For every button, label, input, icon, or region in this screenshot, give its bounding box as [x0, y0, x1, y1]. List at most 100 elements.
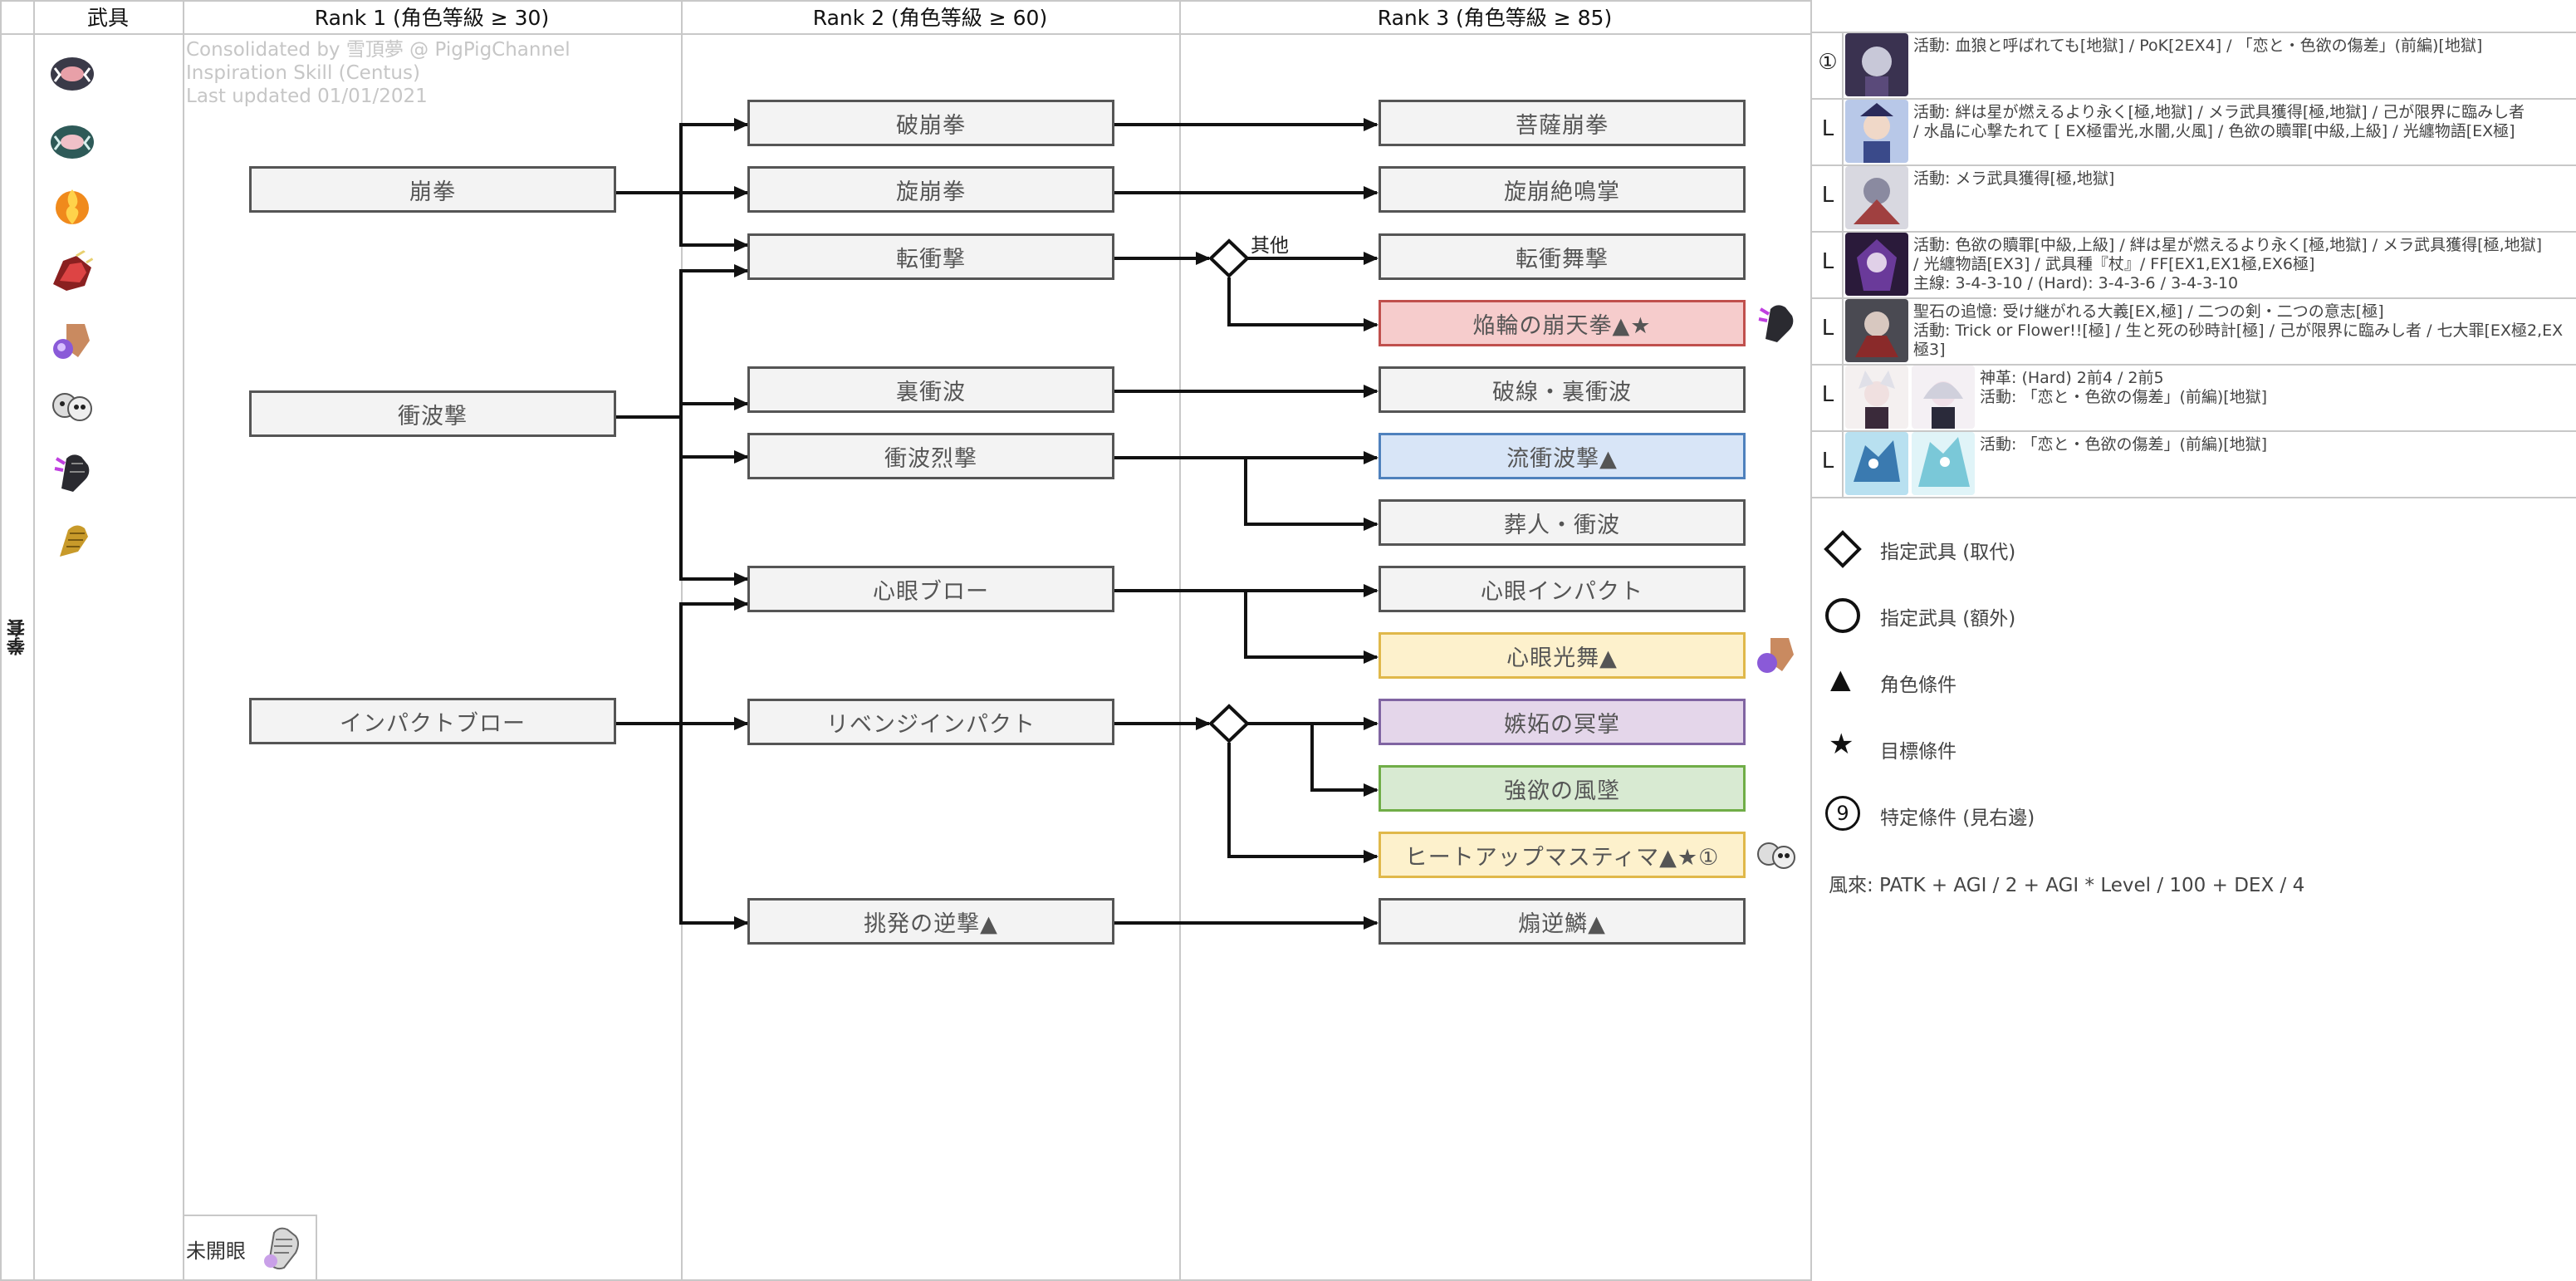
skull-ring-icon — [1757, 842, 1795, 869]
character-portrait-icon — [1845, 100, 1908, 163]
rank2-skill-8: 挑発の逆撃▲ — [747, 898, 1114, 945]
condition-row-5 — [1812, 297, 2576, 366]
character-portrait-icon — [1845, 233, 1908, 296]
grid-left — [0, 0, 2, 1281]
star-icon: ★ — [1829, 728, 1854, 761]
condition-line: 主線: 3-4-3-10 / (Hard): 3-4-3-6 / 3-4-3-1… — [1913, 274, 2239, 292]
circled-nine-icon: 9 — [1825, 796, 1860, 831]
rank1-skill-2: 衝波撃 — [249, 390, 616, 437]
rank1-skill-3: インパクトブロー — [249, 698, 616, 744]
condition-mark-1: ① — [1818, 50, 1838, 75]
dark-claw-icon[interactable] — [48, 447, 96, 495]
condition-line: 活動: Trick or Flower!![極] / 生と死の砂時計[極] / … — [1913, 321, 2564, 340]
condition-row-4 — [1812, 231, 2576, 299]
rank3-skill-8: 心眼インパクト — [1379, 566, 1746, 612]
condition-line: 活動: 色欲の贖罪[中級,上級] / 絆は星が燃えるより永く[極,地獄] / メ… — [1913, 236, 2543, 254]
rank3-skill-13: 煽逆鱗▲ — [1379, 898, 1746, 945]
rank3-skill-4: 焔輪の崩天拳▲★ — [1379, 300, 1746, 346]
character-portrait-icon — [1845, 432, 1908, 495]
dark-claw-icon — [1758, 305, 1794, 342]
condition-text-1: 活動: 血狼と呼ばれても[地獄] / PoK[2EX4] / 「恋と・色欲の傷差… — [1913, 37, 2482, 56]
legend-label-1: 指定武具 (取代) — [1880, 542, 2016, 563]
connector-lines — [616, 118, 1379, 930]
header-rank3: Rank 3 (角色等級 ≥ 85) — [1377, 6, 1613, 30]
condition-row-1 — [1812, 32, 2576, 100]
rank2-skill-7: リベンジインパクト — [747, 699, 1114, 745]
character-portrait-icon — [1912, 432, 1975, 495]
condition-text-4: 活動: 色欲の贖罪[中級,上級] / 絆は星が燃えるより永く[極,地獄] / メ… — [1913, 236, 2542, 293]
condition-row-6 — [1812, 364, 2576, 432]
grid-sep-rank2 — [1179, 0, 1181, 1281]
conditions-sep-line — [1842, 32, 1844, 497]
condition-row-2 — [1812, 98, 2576, 166]
rank3-skill-10: 嫉妬の冥掌 — [1379, 699, 1746, 745]
condition-line: 活動: 絆は星が燃えるより永く[極,地獄] / メラ武具獲得[極,地獄] / 己… — [1913, 103, 2525, 121]
grid-sep-weapon — [183, 0, 184, 1281]
condition-text-7: 活動: 「恋と・色欲の傷差」(前編)[地獄] — [1980, 435, 2267, 454]
credit-line-3: Last updated 01/01/2021 — [186, 86, 428, 107]
condition-mark-7: L — [1821, 449, 1834, 474]
condition-line: 神革: (Hard) 2前4 / 2前5 — [1980, 369, 2164, 387]
rank3-skill-2: 旋崩絶鳴掌 — [1379, 166, 1746, 213]
rank3-skill-12: ヒートアップマスティマ▲★① — [1379, 832, 1746, 878]
header-rank2: Rank 2 (角色等級 ≥ 60) — [812, 6, 1048, 30]
diamond-branch-1 — [1208, 238, 1250, 278]
rank2-skill-5: 衝波烈撃 — [747, 433, 1114, 479]
rank2-skill-2: 旋崩拳 — [747, 166, 1114, 213]
rank3-skill-7: 葬人・衝波 — [1379, 499, 1746, 546]
condition-mark-2: L — [1821, 116, 1834, 141]
legend-label-4: 目標條件 — [1880, 741, 1956, 763]
gray-gauntlet-icon — [264, 1227, 299, 1270]
condition-text-5: 聖石の追憶: 受け継がれる大義[EX,極] / 二つの剣・二つの意志[極] 活動… — [1913, 302, 2563, 360]
condition-line: / 水晶に心撃たれて [ EX極雷光,水闇,火風] / 色欲の贖罪[中級,上級]… — [1913, 122, 2515, 140]
unopened-label: 未開眼 — [186, 1239, 246, 1263]
credit-line-2: Inspiration Skill (Centus) — [186, 62, 420, 84]
unopened-box: 未開眼 — [183, 1215, 317, 1281]
condition-line: 活動: 「恋と・色欲の傷差」(前編)[地獄] — [1980, 435, 2268, 454]
condition-mark-4: L — [1821, 249, 1834, 274]
rank1-skill-1: 崩拳 — [249, 166, 616, 213]
rank2-skill-4: 裏衝波 — [747, 366, 1114, 413]
rank3-skill-11: 強欲の風墜 — [1379, 765, 1746, 812]
condition-line: 極3] — [1913, 341, 1946, 359]
condition-text-6: 神革: (Hard) 2前4 / 2前5 活動: 「恋と・色欲の傷差」(前編)[… — [1980, 369, 2267, 407]
condition-line: 活動: メラ武具獲得[極,地獄] — [1913, 169, 2115, 188]
legend-label-3: 角色條件 — [1880, 675, 1956, 696]
rank2-skill-3: 転衝撃 — [747, 233, 1114, 280]
rank3-skill-5: 破線・裏衝波 — [1379, 366, 1746, 413]
skull-ring-icon[interactable] — [48, 382, 96, 430]
conditions-top-line — [1812, 32, 2576, 33]
condition-text-2: 活動: 絆は星が燃えるより永く[極,地獄] / メラ武具獲得[極,地獄] / 己… — [1913, 103, 2525, 141]
rank3-skill-3: 転衝舞撃 — [1379, 233, 1746, 280]
character-portrait-icon — [1845, 33, 1908, 96]
character-portrait-icon — [1845, 299, 1908, 362]
knuckle-fang-icon[interactable] — [48, 50, 96, 98]
branch-other-label: 其他 — [1251, 235, 1289, 257]
knuckle-teal-icon[interactable] — [48, 118, 96, 166]
grid-sep-side — [33, 0, 35, 1281]
condition-line: 活動: 血狼と呼ばれても[地獄] / PoK[2EX4] / 「恋と・色欲の傷差… — [1913, 37, 2483, 55]
circle-icon — [1825, 598, 1860, 633]
grid-sep-rank3 — [1810, 0, 1812, 1281]
grid-header-bottom — [0, 33, 1812, 35]
rank3-skill-9: 心眼光舞▲ — [1379, 632, 1746, 679]
purple-gem-icon[interactable] — [48, 316, 96, 364]
condition-text-3: 活動: メラ武具獲得[極,地獄] — [1913, 169, 2114, 189]
condition-row-7 — [1812, 430, 2576, 498]
character-portrait-icon — [1912, 366, 1975, 429]
diamond-icon — [1824, 530, 1862, 568]
character-portrait-icon — [1845, 366, 1908, 429]
dragon-claw-icon[interactable] — [48, 248, 96, 296]
header-weapon: 武具 — [86, 6, 129, 30]
legend-label-2: 指定武具 (額外) — [1880, 608, 2016, 630]
grid-bottom — [0, 1279, 1812, 1281]
purple-gem-icon — [1757, 638, 1794, 673]
flame-orb-icon[interactable] — [48, 183, 96, 231]
condition-mark-6: L — [1821, 382, 1834, 407]
gold-gauntlet-icon[interactable] — [48, 515, 96, 563]
rank2-skill-1: 破崩拳 — [747, 100, 1114, 146]
condition-line: 聖石の追憶: 受け継がれる大義[EX,極] / 二つの剣・二つの意志[極] — [1913, 302, 2384, 321]
triangle-icon: ▲ — [1830, 663, 1851, 694]
credit-line-1: Consolidated by 雪頂夢 @ PigPigChannel — [186, 39, 571, 61]
rank3-skill-6: 流衝波撃▲ — [1379, 433, 1746, 479]
